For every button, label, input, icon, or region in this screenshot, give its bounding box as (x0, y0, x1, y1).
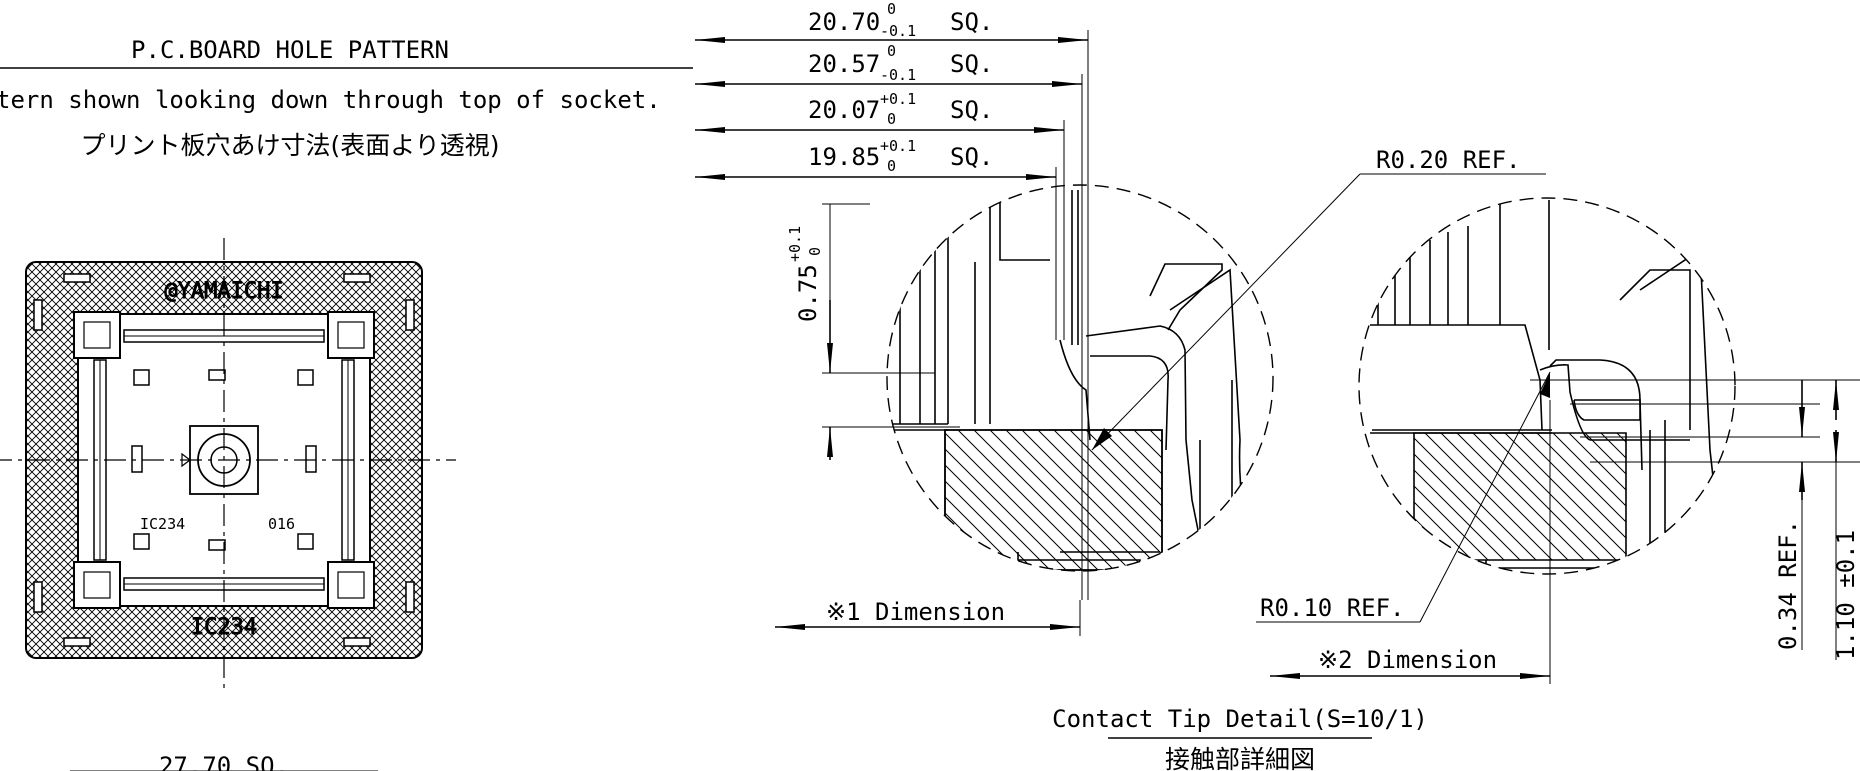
dimension-stack: 20.70 0 -0.1 SQ. 20.57 0 -0.1 SQ. 20.07 … (695, 0, 1089, 600)
caption-jp: 接触部詳細図 (1165, 745, 1315, 771)
contact-detail-2: R0.10 REF. ※2 Dimension 0.34 REF. 1.10 ±… (1256, 197, 1860, 684)
locating-hole (133, 369, 150, 386)
corner-post-bl (73, 561, 121, 609)
corner-post-br (327, 561, 375, 609)
svg-text:+0.1: +0.1 (880, 90, 916, 108)
dimension-note-2: ※2 Dimension (1318, 646, 1497, 674)
dimension-note-1: ※1 Dimension (826, 598, 1005, 626)
slot (33, 299, 43, 331)
svg-text:SQ.: SQ. (950, 8, 993, 36)
overall-dimension: 27.70 SQ. (159, 752, 289, 771)
socket-top-view: @YAMAICHI IC234 016 IC234 (0, 238, 456, 688)
hole-pattern-note-en: tern shown looking down through top of s… (0, 86, 661, 114)
label-016: 016 (268, 515, 295, 533)
dimension-034-ref: 0.34 REF. (1774, 520, 1802, 650)
svg-text:20.57: 20.57 (808, 50, 880, 78)
hole-pattern-title: P.C.BOARD HOLE PATTERN (131, 36, 449, 64)
svg-text:20.07: 20.07 (808, 96, 880, 124)
svg-text:19.85: 19.85 (808, 143, 880, 171)
slot (208, 369, 226, 381)
svg-text:SQ.: SQ. (950, 143, 993, 171)
slot (33, 581, 43, 613)
slot (405, 299, 415, 331)
label-ic234: IC234 (140, 515, 185, 533)
svg-text:0: 0 (887, 0, 896, 18)
radius-ref-020: R0.20 REF. (1376, 146, 1521, 174)
caption-en: Contact Tip Detail(S=10/1) (1052, 705, 1428, 733)
hole-pattern-view: P.C.BOARD HOLE PATTERN tern shown lookin… (0, 36, 693, 771)
locating-hole (133, 533, 150, 550)
detail-circle-1 (886, 184, 1274, 572)
detail-caption: Contact Tip Detail(S=10/1) 接触部詳細図 (1052, 705, 1428, 771)
svg-text:0: 0 (887, 157, 896, 175)
svg-text:-0.1: -0.1 (880, 66, 916, 84)
slot (305, 445, 317, 473)
dimension-20-57: 20.57 0 -0.1 SQ. (695, 42, 1082, 87)
dimension-0-75: 0.75 +0.1 0 (786, 203, 960, 460)
detail-circle-2 (1358, 197, 1736, 575)
svg-text:0: 0 (887, 42, 896, 60)
svg-text:-0.1: -0.1 (880, 22, 916, 40)
svg-text:0: 0 (806, 247, 824, 256)
svg-text:+0.1: +0.1 (880, 137, 916, 155)
slot (63, 637, 91, 647)
slot (343, 273, 371, 283)
svg-text:SQ.: SQ. (950, 96, 993, 124)
corner-post-tl (73, 311, 121, 359)
svg-text:0: 0 (887, 110, 896, 128)
radius-ref-010: R0.10 REF. (1260, 594, 1405, 622)
dimension-20-70: 20.70 0 -0.1 SQ. (695, 0, 1088, 43)
brand-mark: @YAMAICHI (164, 279, 283, 304)
svg-text:+0.1: +0.1 (786, 226, 804, 262)
corner-post-tr (327, 311, 375, 359)
contact-detail-1: R0.20 REF. ※1 Dimension (775, 146, 1546, 636)
slot (208, 539, 226, 551)
dimension-20-07: 20.07 +0.1 0 SQ. (695, 90, 1064, 133)
svg-text:0.75: 0.75 (794, 264, 822, 322)
dimension-110: 1.10 ±0.1 (1832, 530, 1860, 660)
slot (343, 637, 371, 647)
hole-pattern-note-jp: プリント板穴あけ寸法(表面より透視) (80, 131, 499, 160)
locating-hole (297, 533, 314, 550)
svg-text:20.70: 20.70 (808, 8, 880, 36)
dimension-19-85: 19.85 +0.1 0 SQ. (695, 137, 1056, 180)
slot (131, 445, 143, 473)
svg-text:SQ.: SQ. (950, 50, 993, 78)
label-ic234-bottom: IC234 (191, 615, 257, 640)
slot (63, 273, 91, 283)
locating-hole (297, 369, 314, 386)
slot (405, 581, 415, 613)
